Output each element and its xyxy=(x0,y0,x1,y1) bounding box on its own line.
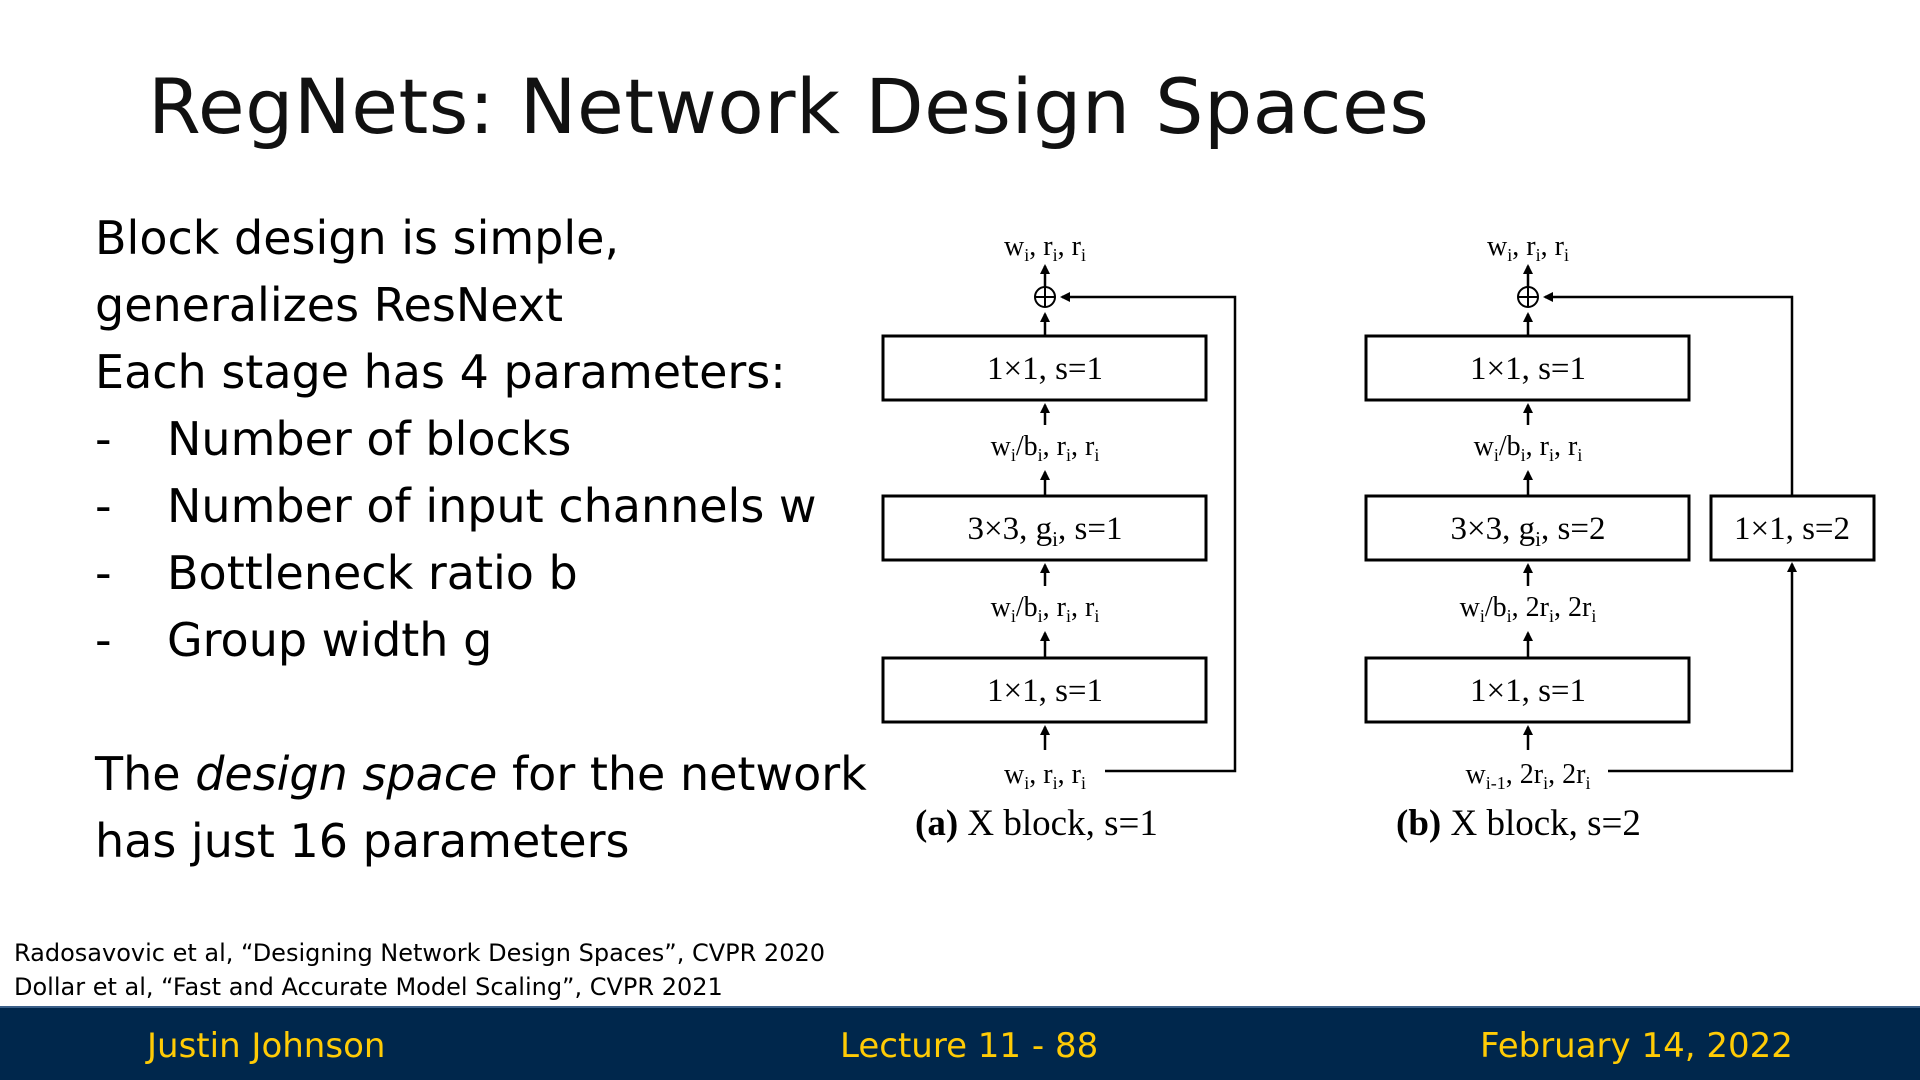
bullet-item: - Bottleneck ratio b xyxy=(95,540,875,607)
bullet-marker: - xyxy=(95,412,112,466)
diagram-a-input-label: wi, ri, ri xyxy=(1004,759,1086,793)
diagram-a-box-mid-label: 3×3, gi, s=1 xyxy=(968,511,1123,551)
conclusion-line: The design space for the network xyxy=(95,747,867,801)
diagram-b-box-top xyxy=(1364,334,1691,402)
citation: Dollar et al, “Fast and Accurate Model S… xyxy=(14,973,723,1001)
intro-line: Each stage has 4 parameters: xyxy=(95,345,786,399)
diagram-b-sum-node xyxy=(1517,286,1539,308)
bullet-text: Number of blocks xyxy=(167,412,572,466)
conclusion-line: has just 16 parameters xyxy=(95,814,630,868)
bullet-item: - Number of input channels w xyxy=(95,473,875,540)
footer-author: Justin Johnson xyxy=(147,1026,386,1066)
diagram-b-box-mid xyxy=(1364,494,1691,562)
diagram-b-skip-input xyxy=(1608,562,1797,773)
bullet-item: - Group width g xyxy=(95,607,875,674)
xblock-diagram: wi, ri, ri 1×1, s=1 wi/bi, ri, ri 3×3, g… xyxy=(881,231,1876,844)
diagram-b: wi, ri, ri 1×1, s=1 wi/bi, ri, ri 3×3, g… xyxy=(1364,231,1876,844)
diagram-a-sum-node xyxy=(1034,286,1056,308)
slide-title: RegNets: Network Design Spaces xyxy=(148,62,1430,151)
diagram-b-caption: (b) X block, s=2 xyxy=(1396,803,1641,844)
diagram-a-box-top-label: 1×1, s=1 xyxy=(987,351,1103,387)
diagram-b-box-top-label: 1×1, s=1 xyxy=(1470,351,1586,387)
diagram-b-skip-output xyxy=(1543,292,1794,496)
diagram-b-box-bottom-label: 1×1, s=1 xyxy=(1470,673,1586,709)
diagram-a-caption: (a) X block, s=1 xyxy=(915,803,1158,844)
bullet-marker: - xyxy=(95,546,112,600)
intro-line: Block design is simple, xyxy=(95,211,620,265)
diagram-a-output-label: wi, ri, ri xyxy=(1004,231,1086,265)
bullet-item: - Number of blocks xyxy=(95,406,875,473)
bullet-text: Number of input channels w xyxy=(167,479,817,533)
bullet-text: Group width g xyxy=(167,613,493,667)
diagram-b-box-mid-label: 3×3, gi, s=2 xyxy=(1451,511,1606,551)
diagram-a-box-mid xyxy=(881,494,1208,562)
diagram-b-mid-label: wi/bi, ri, ri xyxy=(1474,431,1583,465)
diagram-b-input-label: wi-1, 2ri, 2ri xyxy=(1466,759,1591,793)
bullet-marker: - xyxy=(95,613,112,667)
citations: Radosavovic et al, “Designing Network De… xyxy=(14,936,825,1004)
footer-lecture: Lecture 11 - 88 xyxy=(840,1026,1099,1066)
diagram-a-mid-label: wi/bi, ri, ri xyxy=(991,431,1100,465)
diagram-a-box-bottom xyxy=(881,656,1208,724)
diagram-a-low-label: wi/bi, ri, ri xyxy=(991,592,1100,626)
intro-line: generalizes ResNext xyxy=(95,278,563,332)
diagram-a-skip-connection xyxy=(1060,292,1237,773)
bullet-text: Bottleneck ratio b xyxy=(167,546,578,600)
diagram-a: wi, ri, ri 1×1, s=1 wi/bi, ri, ri 3×3, g… xyxy=(881,231,1237,844)
diagram-b-output-label: wi, ri, ri xyxy=(1487,231,1569,265)
diagram-b-low-label: wi/bi, 2ri, 2ri xyxy=(1460,592,1597,626)
diagram-b-box-bottom xyxy=(1364,656,1691,724)
diagram-a-box-bottom-label: 1×1, s=1 xyxy=(987,673,1103,709)
slide-footer: Justin Johnson Lecture 11 - 88 February … xyxy=(0,1006,1920,1080)
bullet-marker: - xyxy=(95,479,112,533)
slide-body: Block design is simple, generalizes ResN… xyxy=(95,205,875,875)
emphasis-text: design space xyxy=(195,747,498,801)
citation: Radosavovic et al, “Designing Network De… xyxy=(14,939,825,967)
diagram-b-side-box xyxy=(1709,494,1876,562)
footer-date: February 14, 2022 xyxy=(1480,1026,1793,1066)
diagram-b-side-box-label: 1×1, s=2 xyxy=(1734,511,1850,547)
